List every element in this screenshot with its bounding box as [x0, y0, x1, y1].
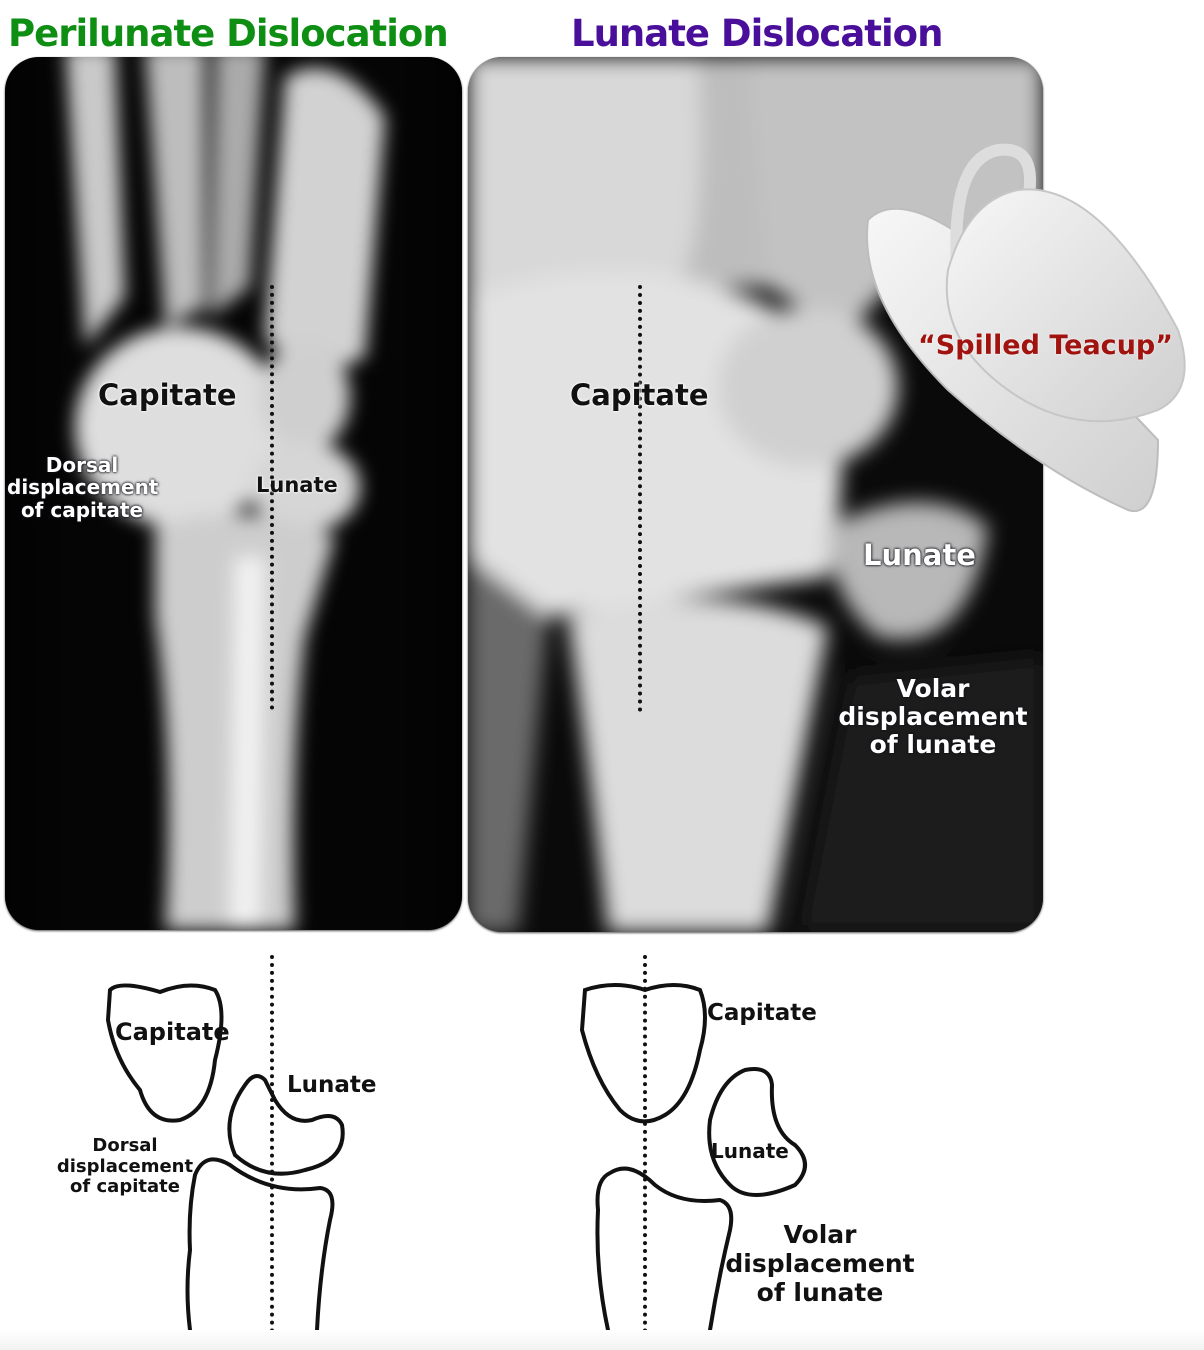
diagram-label-capitate: Capitate — [707, 1000, 817, 1026]
lunate-dislocation-xray: Capitate Lunate Volar displacement of lu… — [468, 57, 1043, 932]
capitate-outline — [105, 983, 224, 1123]
perilunate-title: Perilunate Dislocation — [8, 12, 449, 55]
diagram-label-dorsal-displacement: Dorsal displacement of capitate — [55, 1135, 195, 1198]
bottom-fade — [0, 1330, 1204, 1350]
label-line: Dorsal — [45, 453, 119, 477]
diagram-label-lunate: Lunate — [711, 1139, 789, 1163]
label-line: displacement — [56, 1155, 194, 1177]
label-line: Volar — [783, 1220, 857, 1249]
axis-dotted-line — [270, 955, 274, 1333]
label-line: of capitate — [20, 497, 144, 522]
axis-dotted-line — [643, 955, 647, 1333]
label-line: displacement — [7, 475, 159, 500]
label-lunate: Lunate — [256, 473, 338, 497]
label-lunate: Lunate — [863, 538, 976, 572]
lunate-outline — [227, 1074, 345, 1176]
axis-dotted-line — [638, 285, 642, 712]
axis-dotted-line — [270, 285, 274, 710]
label-line: of lunate — [869, 730, 997, 759]
diagram-label-capitate: Capitate — [115, 1018, 230, 1046]
label-volar-displacement: Volar displacement of lunate — [833, 675, 1033, 759]
label-line: displacement — [725, 1248, 915, 1278]
lunate-dislocation-title: Lunate Dislocation — [571, 12, 943, 55]
label-dorsal-displacement: Dorsal displacement of capitate — [7, 453, 159, 522]
teacup-illustration — [866, 143, 1186, 513]
label-line: Volar — [896, 674, 970, 703]
label-line: displacement — [838, 702, 1028, 731]
label-line: Dorsal — [92, 1135, 158, 1156]
xray-bones-illustration — [5, 57, 462, 930]
xray-bones-illustration — [468, 57, 1043, 932]
label-capitate: Capitate — [570, 378, 709, 412]
label-line: of lunate — [756, 1277, 884, 1307]
label-line: of capitate — [70, 1176, 180, 1198]
label-spilled-teacup: “Spilled Teacup” — [918, 330, 1173, 361]
radius-outline — [595, 1166, 734, 1332]
diagram-label-lunate: Lunate — [287, 1072, 377, 1098]
label-capitate: Capitate — [98, 378, 237, 412]
perilunate-xray: Capitate Lunate Dorsal displacement of c… — [5, 57, 462, 930]
diagram-label-volar-displacement: Volar displacement of lunate — [725, 1220, 915, 1307]
radius-outline — [185, 1157, 335, 1332]
lunate-outline — [707, 1067, 807, 1197]
perilunate-diagram — [105, 983, 345, 1332]
